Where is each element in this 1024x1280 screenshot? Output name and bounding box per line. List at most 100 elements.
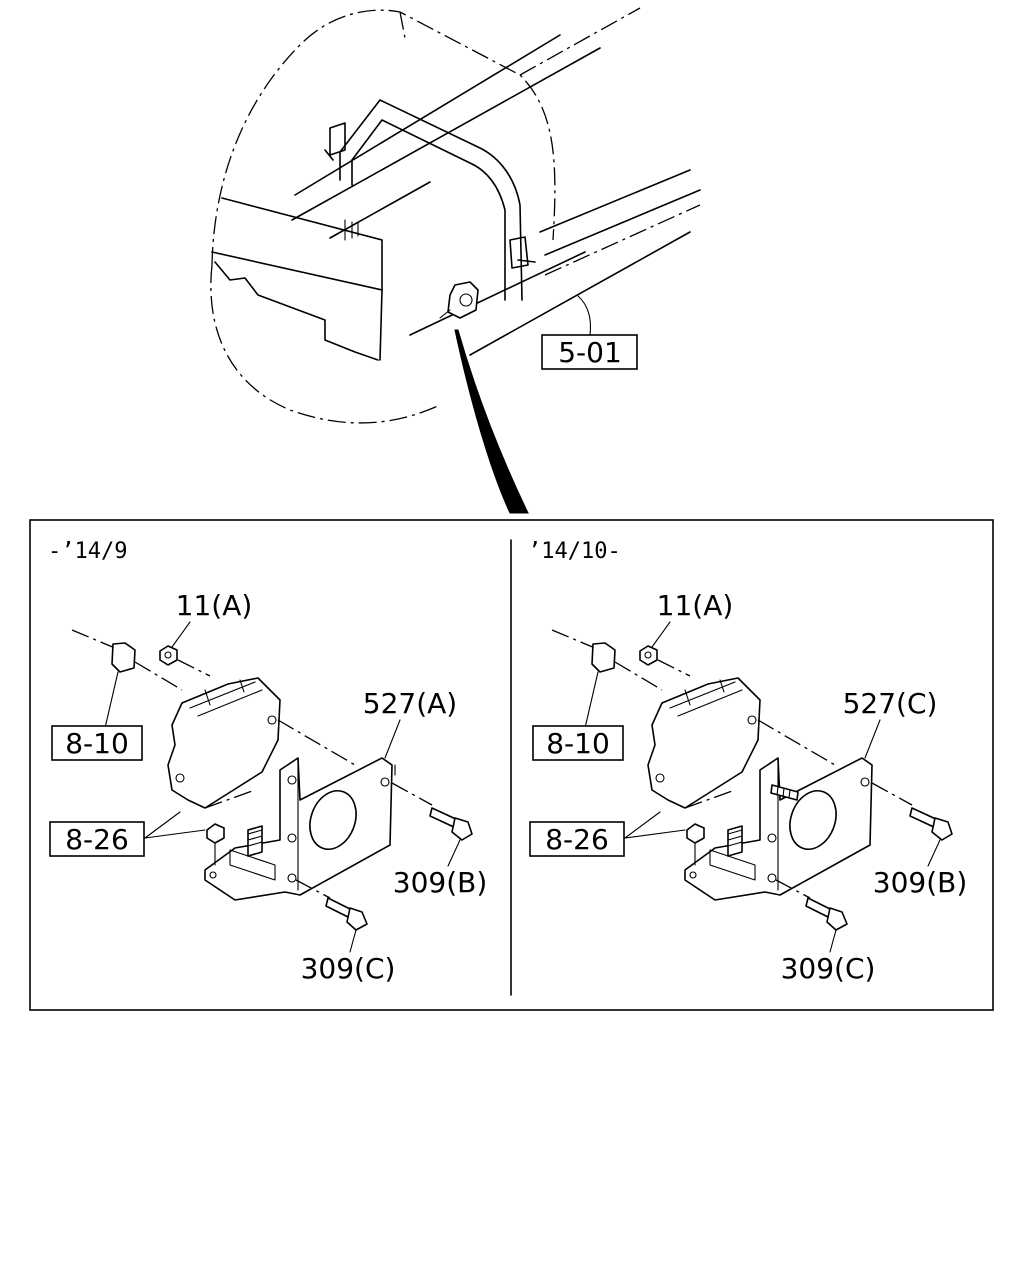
sensor-ribs [189,681,263,717]
bracket-hole-small-3 [767,833,777,843]
ref-box-8-26[interactable] [49,821,145,857]
nut-ref-leaders [144,811,206,839]
sensor-tabs [684,679,725,706]
bolt-309c-head [346,907,368,931]
bracket-hole-small-3 [287,833,297,843]
mounting-frame-leg [339,151,353,186]
cab-top-phantom [399,7,641,76]
nut-11a [159,645,178,666]
ref-8-10[interactable]: 8-10 [65,727,129,760]
bracket-foot-hole [209,871,217,879]
bolt-c-leader [349,929,357,953]
bolt-c-axis [295,879,331,899]
bracket-hole-small-4 [287,873,297,883]
ref-box-8-10[interactable] [532,725,624,761]
nut-axis [657,659,691,677]
stud-threads [727,829,743,847]
bracket-hole-small-2 [287,775,297,785]
bracket-foot [229,849,276,881]
bolt-b-leader [447,839,461,867]
bracket-hole-small-1 [380,777,390,787]
bracket-foot-hole [689,871,697,879]
frame-rail-lower [409,251,586,336]
frame-hatch [344,219,359,241]
ref-8-10[interactable]: 8-10 [546,727,610,760]
bracket-hole-small-1 [860,777,870,787]
sensor-tabs [204,679,245,706]
bracket-foot [709,849,756,881]
frame-rail-side-1 [539,169,691,233]
side-stud-threads [776,786,791,799]
connector-ref-leader [104,671,119,729]
mounting-clip-left [324,122,346,161]
nut-hole [644,651,652,659]
bolt-309b-head [931,817,953,841]
label-nut[interactable]: 11(A) [176,589,253,622]
sensor-lower-axis [684,789,736,809]
bolt-b-axis [391,782,433,806]
nut-ref-leaders [624,811,686,839]
nut-leader [651,621,671,648]
cab-phantom-outline [210,9,556,424]
nut-hole [164,651,172,659]
cab-lower-panel [211,251,383,361]
nut-8-26 [686,823,705,844]
sensor-hole-2 [175,773,185,783]
sensor-module-hole [459,293,473,307]
label-bracket[interactable]: 527(C) [843,687,938,720]
ref-box-8-26[interactable] [529,821,625,857]
bolt-b-leader [927,839,941,867]
harness-connector [591,642,616,673]
frame-rail-upper-2 [291,47,601,221]
sensor-bracket-tab [439,309,451,319]
label-bolt-lower[interactable]: 309(C) [781,952,876,985]
bracket-hole [309,790,357,850]
detail-panel-left: -’14/9 8-10 11(A) [48,539,487,985]
sensor-lower-axis [204,789,256,809]
harness-line [551,629,596,649]
connector-leader-dash [614,661,663,691]
label-nut[interactable]: 11(A) [657,589,734,622]
connector-ref-leader [584,671,599,729]
stud-threads [247,829,263,847]
frame-rail-mid [329,181,431,239]
ref-5-01[interactable]: 5-01 [558,336,622,369]
harness-connector [111,642,136,673]
mounting-frame-outer [339,99,523,301]
nut-leader [171,621,191,648]
frame-rail-phantom [544,204,701,276]
sensor-to-bracket-axis [277,719,356,766]
overview-ref-leader [577,295,592,336]
mounting-frame-inner [351,119,506,301]
frame-rail-side-2 [544,189,701,256]
bracket-leader [864,719,881,759]
label-bolt-lower[interactable]: 309(C) [301,952,396,985]
label-bolt-upper[interactable]: 309(B) [393,866,488,899]
bolt-b-axis [871,782,913,806]
ref-box-8-10[interactable] [51,725,143,761]
harness-line [71,629,116,649]
label-bracket[interactable]: 527(A) [363,687,457,720]
bracket-hole [789,790,837,850]
sensor-to-bracket-axis [757,719,836,766]
bolt-c-axis [775,879,811,899]
ref-8-26[interactable]: 8-26 [545,823,609,856]
frame-rail-upper [294,34,561,196]
sensor-ribs [669,681,743,717]
period-label: -’14/9 [48,539,127,564]
bracket-hole-small-4 [767,873,777,883]
ref-8-26[interactable]: 8-26 [65,823,129,856]
nut-11a [639,645,658,666]
vehicle-overview-drawing: 5-01 [210,7,701,514]
detail-pointer-wedge [454,329,529,514]
bracket-leader [384,719,401,759]
detail-panel-right: ’14/10- 8-10 11(A) [528,539,967,985]
frame-rail-lower-2 [469,231,691,356]
nut-axis [177,659,211,677]
ref-box-5-01[interactable] [541,334,638,370]
sensor-hole-2 [655,773,665,783]
label-bolt-upper[interactable]: 309(B) [873,866,968,899]
mounting-clip-right [509,236,536,269]
